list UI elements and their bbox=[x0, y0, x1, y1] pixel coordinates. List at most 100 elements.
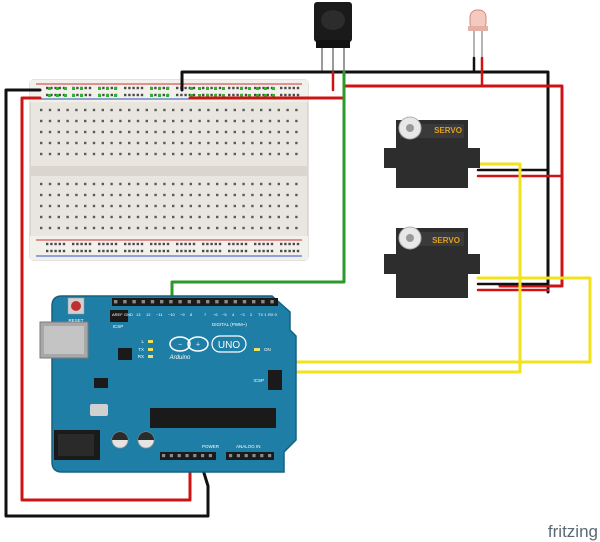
breadboard-rail-hole bbox=[270, 242, 274, 246]
breadboard-rail-hole bbox=[292, 86, 295, 90]
breadboard-rail-hole bbox=[202, 242, 205, 246]
breadboard-rail-hole bbox=[154, 249, 157, 253]
breadboard-hole bbox=[207, 152, 210, 156]
breadboard-rail-hole bbox=[262, 86, 265, 90]
breadboard-rail-hole bbox=[288, 86, 291, 90]
breadboard-rail-hole bbox=[296, 249, 300, 253]
breadboard-hole bbox=[101, 141, 104, 145]
breadboard-connected-hole bbox=[114, 94, 117, 97]
pin-6-label: ~6 bbox=[213, 312, 218, 317]
breadboard-rail-hole bbox=[136, 242, 139, 246]
breadboard-hole bbox=[233, 152, 236, 156]
digital-pin bbox=[242, 300, 247, 304]
breadboard-connected-hole bbox=[166, 94, 169, 97]
breadboard-rail-hole bbox=[218, 93, 222, 97]
analog-pin bbox=[244, 454, 248, 458]
breadboard-hole bbox=[92, 152, 96, 156]
breadboard-rail-hole bbox=[266, 93, 269, 97]
breadboard-hole bbox=[277, 152, 280, 156]
breadboard-hole bbox=[163, 226, 166, 230]
reset-label: RESET bbox=[68, 318, 83, 323]
breadboard-hole bbox=[163, 182, 166, 186]
breadboard-rail-hole bbox=[76, 242, 79, 246]
breadboard-hole bbox=[128, 215, 131, 219]
breadboard-hole bbox=[75, 108, 78, 112]
breadboard-hole bbox=[224, 152, 228, 156]
breadboard-rail-hole bbox=[280, 242, 283, 246]
breadboard-rail-hole bbox=[140, 242, 144, 246]
icsp-header-left bbox=[110, 310, 128, 322]
breadboard-connected-hole bbox=[106, 87, 109, 90]
breadboard-hole bbox=[110, 182, 113, 186]
breadboard-hole bbox=[180, 119, 184, 123]
breadboard-rail-hole bbox=[128, 242, 131, 246]
breadboard-hole bbox=[216, 108, 219, 112]
breadboard-hole bbox=[92, 108, 96, 112]
breadboard-rail-hole bbox=[254, 249, 257, 253]
breadboard-rail-hole bbox=[176, 93, 179, 97]
breadboard-hole bbox=[66, 193, 69, 197]
breadboard-holes bbox=[40, 86, 300, 253]
breadboard-hole bbox=[216, 182, 219, 186]
breadboard-hole bbox=[145, 182, 148, 186]
digital-pin bbox=[178, 300, 182, 304]
breadboard-hole bbox=[48, 215, 52, 219]
breadboard-hole bbox=[119, 215, 122, 219]
breadboard-hole bbox=[260, 226, 263, 230]
breadboard-hole bbox=[75, 119, 78, 123]
breadboard-hole bbox=[145, 215, 148, 219]
breadboard-hole bbox=[172, 152, 175, 156]
digital-label: DIGITAL (PWM~) bbox=[212, 322, 247, 327]
breadboard-rail-hole bbox=[166, 249, 170, 253]
breadboard-rail-hole bbox=[192, 242, 196, 246]
breadboard-rail-hole bbox=[50, 242, 53, 246]
breadboard-hole bbox=[136, 204, 140, 208]
on-led bbox=[254, 348, 260, 351]
digital-pin bbox=[160, 300, 164, 304]
breadboard-rail-hole bbox=[124, 93, 127, 97]
breadboard-hole bbox=[172, 204, 175, 208]
breadboard-rail-hole bbox=[296, 242, 300, 246]
breadboard-hole bbox=[145, 130, 148, 134]
icsp-label-right: ICSP bbox=[253, 378, 264, 383]
breadboard-rail-hole bbox=[136, 86, 139, 90]
breadboard-hole bbox=[110, 193, 113, 197]
power-pin bbox=[169, 454, 173, 458]
breadboard-rail-hole bbox=[132, 93, 135, 97]
breadboard-hole bbox=[268, 193, 272, 197]
breadboard-rail-hole bbox=[244, 86, 248, 90]
breadboard-rail-hole bbox=[206, 242, 209, 246]
breadboard-rail-hole bbox=[228, 242, 231, 246]
wire-black-left-ground bbox=[4, 88, 210, 518]
breadboard-rail-hole bbox=[206, 249, 209, 253]
breadboard-hole bbox=[233, 130, 236, 134]
breadboard-hole bbox=[216, 119, 219, 123]
reset-button-cap bbox=[71, 301, 81, 311]
breadboard-hole bbox=[48, 152, 52, 156]
breadboard-connected-hole bbox=[80, 87, 83, 90]
breadboard-rail-hole bbox=[62, 249, 66, 253]
breadboard-hole bbox=[40, 182, 43, 186]
breadboard-hole bbox=[251, 215, 254, 219]
breadboard-rail-hole bbox=[202, 249, 205, 253]
fritzing-watermark: fritzing bbox=[548, 522, 598, 541]
breadboard-hole bbox=[172, 108, 175, 112]
breadboard-rail-hole bbox=[236, 249, 239, 253]
svg-text:+: + bbox=[196, 342, 200, 349]
breadboard-rail-hole bbox=[88, 249, 92, 253]
breadboard-hole bbox=[286, 130, 289, 134]
breadboard-hole bbox=[57, 130, 60, 134]
breadboard-connected-hole bbox=[256, 94, 259, 97]
breadboard-hole bbox=[101, 130, 104, 134]
uno-badge bbox=[211, 335, 247, 353]
breadboard-rail-hole bbox=[132, 249, 135, 253]
breadboard-hole bbox=[119, 141, 122, 145]
breadboard-rail-hole bbox=[214, 242, 217, 246]
breadboard-hole bbox=[242, 108, 245, 112]
breadboard-rail-hole bbox=[232, 86, 235, 90]
on-label: ON bbox=[264, 347, 271, 352]
breadboard-hole bbox=[198, 119, 201, 123]
power-pin bbox=[193, 454, 197, 458]
breadboard-hole bbox=[207, 193, 210, 197]
breadboard-hole bbox=[66, 204, 69, 208]
